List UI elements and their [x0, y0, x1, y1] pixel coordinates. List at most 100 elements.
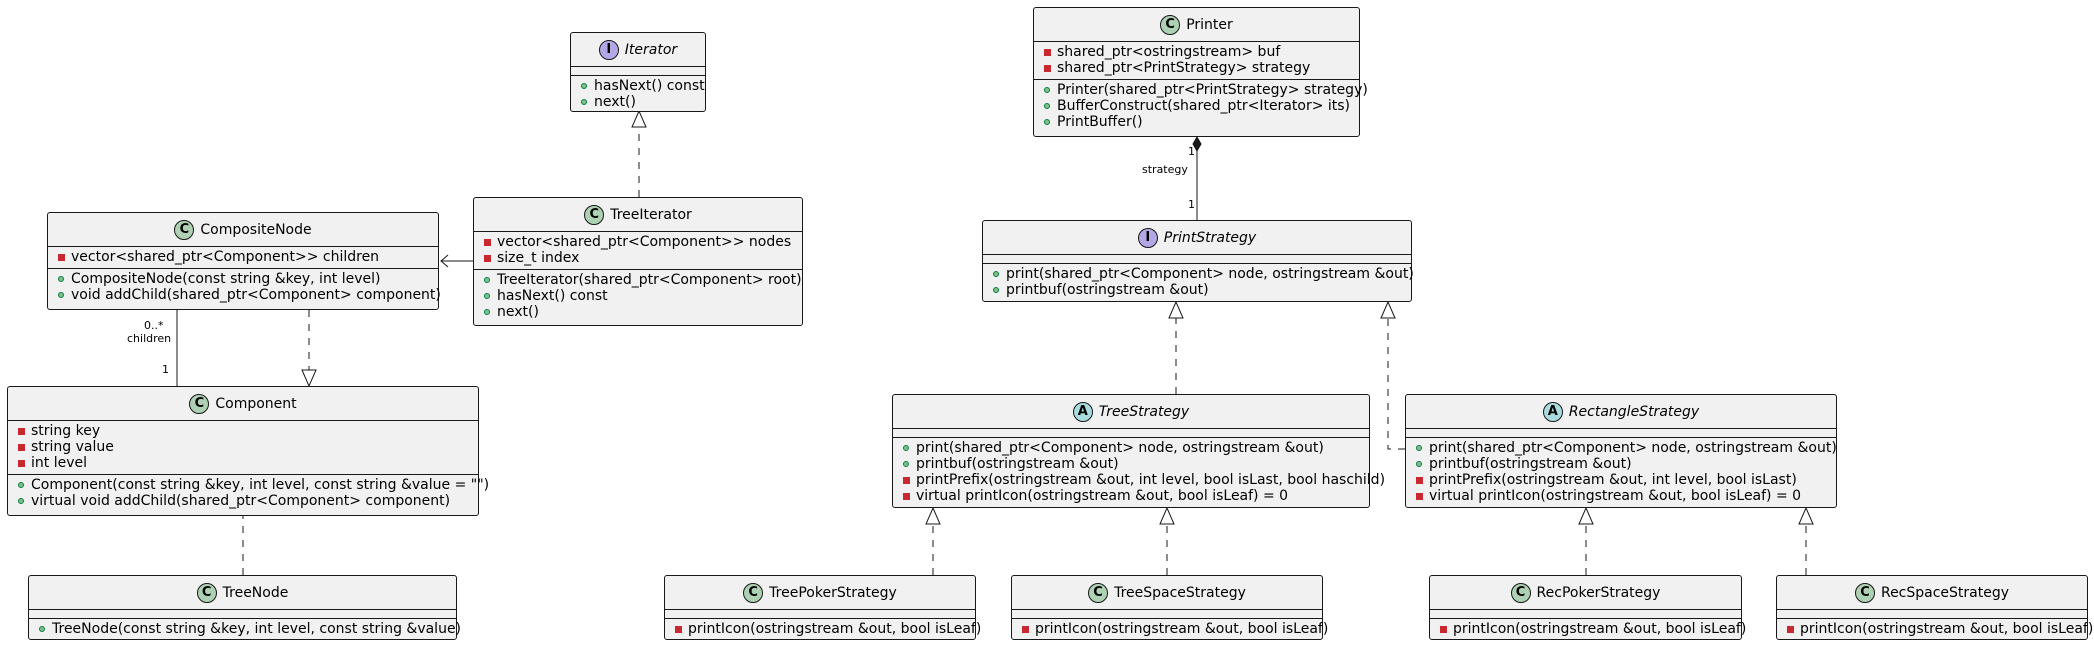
private-visibility-icon: [56, 254, 66, 261]
method-text: TreeIterator(shared_ptr<Component> root): [497, 272, 802, 288]
method-row: void addChild(shared_ptr<Component> comp…: [56, 287, 441, 303]
method-row: TreeNode(const string &key, int level, c…: [37, 621, 461, 637]
method-row: PrintBuffer(): [1042, 114, 1359, 130]
component-multiplicity-label: 1: [162, 363, 169, 376]
printer-multiplicity-label: 1: [1188, 145, 1195, 158]
class-name: TreePokerStrategy: [769, 584, 897, 601]
methods-section: CompositeNode(const string &key, int lev…: [48, 268, 441, 306]
methods-section: Printer(shared_ptr<PrintStrategy> strate…: [1034, 79, 1368, 133]
method-text: virtual printIcon(ostringstream &out, bo…: [916, 488, 1289, 504]
method-row: print(shared_ptr<Component> node, ostrin…: [991, 266, 1414, 282]
field-text: string value: [31, 439, 114, 455]
fields-section: [571, 66, 705, 75]
class-name: TreeIterator: [610, 206, 692, 223]
method-row: printbuf(ostringstream &out): [991, 282, 1411, 298]
class-name: Printer: [1186, 16, 1233, 33]
class-name: CompositeNode: [200, 221, 312, 238]
method-text: printIcon(ostringstream &out, bool isLea…: [1035, 621, 1329, 637]
edge-arrowhead: [925, 506, 941, 525]
class-treestrategy[interactable]: A TreeStrategy print(shared_ptr<Component>…: [892, 394, 1385, 508]
field-row: int level: [16, 455, 478, 471]
method-row: CompositeNode(const string &key, int lev…: [56, 271, 438, 287]
edge-arrowhead: [1798, 506, 1814, 525]
public-visibility-icon: [482, 309, 492, 315]
method-row: next(): [482, 304, 802, 320]
field-text: shared_ptr<PrintStrategy> strategy: [1057, 60, 1311, 76]
method-text: CompositeNode(const string &key, int lev…: [71, 271, 381, 287]
fields-section: [1012, 609, 1322, 618]
method-text: printbuf(ostringstream &out): [916, 456, 1119, 472]
public-visibility-icon: [991, 287, 1001, 293]
fields-section: [1777, 609, 2087, 618]
method-text: printbuf(ostringstream &out): [1006, 282, 1209, 298]
field-row: shared_ptr<PrintStrategy> strategy: [1042, 60, 1359, 76]
method-text: printPrefix(ostringstream &out, int leve…: [1429, 472, 1797, 488]
class-name: Iterator: [624, 41, 678, 58]
class-name: TreeStrategy: [1098, 403, 1190, 420]
edge-arrowhead: [1168, 300, 1184, 319]
private-visibility-icon: [16, 428, 26, 435]
public-visibility-icon: [579, 83, 589, 89]
public-visibility-icon: [16, 482, 26, 488]
method-text: virtual void addChild(shared_ptr<Compone…: [31, 493, 451, 509]
public-visibility-icon: [991, 271, 1001, 277]
method-text: print(shared_ptr<Component> node, ostrin…: [916, 440, 1324, 456]
method-text: printbuf(ostringstream &out): [1429, 456, 1632, 472]
method-text: BufferConstruct(shared_ptr<Iterator> its…: [1057, 98, 1351, 114]
private-visibility-icon: [1042, 65, 1052, 72]
abstract-badge-icon: A: [1072, 401, 1093, 422]
class-name: RectangleStrategy: [1568, 403, 1700, 420]
method-row: printIcon(ostringstream &out, bool isLea…: [673, 621, 981, 637]
field-text: shared_ptr<ostringstream> buf: [1057, 44, 1281, 60]
class-badge-icon: C: [174, 219, 195, 240]
public-visibility-icon: [1414, 461, 1424, 467]
fields-section: [1406, 428, 1836, 437]
fields-section: vector<shared_ptr<Component>> children: [48, 246, 438, 268]
field-text: vector<shared_ptr<Component>> nodes: [497, 234, 792, 250]
methods-section: printIcon(ostringstream &out, bool isLea…: [1777, 618, 2093, 640]
edge-arrowhead: [1159, 506, 1175, 525]
public-visibility-icon: [482, 293, 492, 299]
interface-badge-icon: I: [1137, 227, 1158, 248]
method-text: printIcon(ostringstream &out, bool isLea…: [1800, 621, 2094, 637]
children-role-label: children: [127, 332, 172, 345]
methods-section: printIcon(ostringstream &out, bool isLea…: [665, 618, 981, 640]
methods-section: Component(const string &key, int level, …: [8, 474, 489, 512]
class-name: TreeSpaceStrategy: [1114, 584, 1246, 601]
class-badge-icon: C: [189, 393, 210, 414]
method-row: printbuf(ostringstream &out): [1414, 456, 1836, 472]
public-visibility-icon: [579, 99, 589, 105]
public-visibility-icon: [16, 498, 26, 504]
private-visibility-icon: [1438, 626, 1448, 633]
method-text: Component(const string &key, int level, …: [31, 477, 490, 493]
public-visibility-icon: [901, 461, 911, 467]
class-compositenode[interactable]: C CompositeNode vector<shared_ptr<Componen…: [47, 212, 441, 310]
method-row: print(shared_ptr<Component> node, ostrin…: [901, 440, 1369, 456]
method-row: printIcon(ostringstream &out, bool isLea…: [1785, 621, 2093, 637]
method-text: print(shared_ptr<Component> node, ostrin…: [1429, 440, 1837, 456]
field-row: vector<shared_ptr<Component>> children: [56, 249, 438, 265]
edge-arrowhead: [440, 254, 449, 268]
methods-section: printIcon(ostringstream &out, bool isLea…: [1012, 618, 1328, 640]
private-visibility-icon: [901, 477, 911, 484]
public-visibility-icon: [37, 626, 47, 632]
method-text: TreeNode(const string &key, int level, c…: [52, 621, 462, 637]
class-badge-icon: C: [1854, 582, 1875, 603]
private-visibility-icon: [1414, 493, 1424, 500]
